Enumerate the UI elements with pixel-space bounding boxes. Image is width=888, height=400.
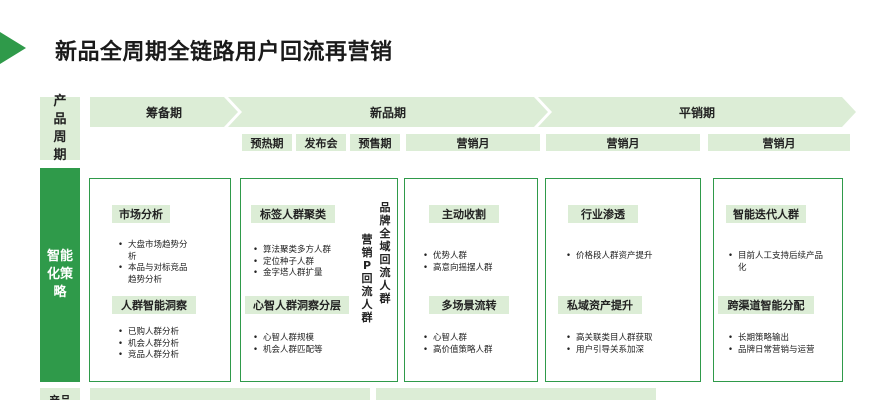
c2-list-1: 算法聚类多方人群 定位种子人群 金字塔人群扩量 bbox=[253, 245, 363, 280]
bottom-bar-1 bbox=[90, 388, 370, 400]
c5-list-1: 目前人工支持后续产品化 bbox=[728, 251, 828, 274]
c2-vertical-text-marketing-return: 营销P回流人群 bbox=[358, 233, 376, 324]
c5-tag-cross-channel: 跨渠道智能分配 bbox=[718, 296, 814, 314]
phase-prep: 筹备期 bbox=[90, 97, 238, 127]
list-item: 机会人群匹配等 bbox=[253, 345, 353, 357]
subphase-presale-label: 预售期 bbox=[358, 136, 392, 150]
subphase-release-label: 发布会 bbox=[304, 136, 338, 150]
phase-steady-label: 平销期 bbox=[678, 105, 715, 120]
c3-list-1: 优势人群 高意向摇摆人群 bbox=[423, 251, 523, 274]
strategy-column-1: 市场分析 大盘市场趋势分析 本品与对标竞品趋势分析 人群智能洞察 已购人群分析 … bbox=[89, 178, 231, 382]
c2-vertical-text-brand-return: 品牌全域回流人群 bbox=[376, 201, 394, 305]
list-item: 机会人群分析 bbox=[118, 339, 218, 351]
row-label-bottom: 产品 bbox=[40, 388, 80, 400]
c5-tag-smart-iteration: 智能迭代人群 bbox=[726, 205, 806, 223]
subphase-marketing-1: 营销月 bbox=[406, 134, 540, 151]
list-item: 目前人工支持后续产品化 bbox=[728, 251, 828, 274]
c1-tag1-label: 市场分析 bbox=[119, 208, 163, 221]
row-label-product-cycle: 产品周期 bbox=[40, 94, 80, 163]
list-item: 高意向摇摆人群 bbox=[423, 263, 523, 275]
subphase-marketing-2-label: 营销月 bbox=[606, 136, 640, 150]
c3-tag-multi-scene: 多场景流转 bbox=[429, 296, 509, 314]
c2-tag-mind-insight: 心智人群洞察分层 bbox=[245, 296, 349, 314]
list-item: 用户引导关系加深 bbox=[566, 345, 686, 357]
list-item: 长期策略输出 bbox=[728, 333, 838, 345]
c4-tag1-label: 行业渗透 bbox=[581, 208, 625, 221]
c1-tag-market-analysis: 市场分析 bbox=[112, 205, 170, 223]
list-item: 心智人群 bbox=[423, 333, 523, 345]
list-item: 高关联类目人群获取 bbox=[566, 333, 686, 345]
c5-tag1-label: 智能迭代人群 bbox=[733, 208, 799, 221]
subphase-marketing-1-label: 营销月 bbox=[456, 136, 490, 150]
c2-tag1-label: 标签人群聚类 bbox=[260, 208, 326, 221]
phase-launch: 新品期 bbox=[228, 97, 548, 127]
subphase-marketing-2: 营销月 bbox=[546, 134, 700, 151]
c2-tag-label-clustering: 标签人群聚类 bbox=[251, 205, 335, 223]
c1-list-2: 已购人群分析 机会人群分析 竞品人群分析 bbox=[118, 327, 218, 362]
subphase-marketing-3-label: 营销月 bbox=[762, 136, 796, 150]
title-accent-triangle bbox=[0, 32, 26, 64]
c3-list-2: 心智人群 高价值策略人群 bbox=[423, 333, 523, 356]
c1-tag2-label: 人群智能洞察 bbox=[121, 299, 187, 312]
list-item: 高价值策略人群 bbox=[423, 345, 523, 357]
list-item: 心智人群规模 bbox=[253, 333, 353, 345]
c2-tag2-label: 心智人群洞察分层 bbox=[253, 299, 341, 312]
strategy-column-4: 行业渗透 价格段人群资产提升 私域资产提升 高关联类目人群获取 用户引导关系加深 bbox=[545, 178, 701, 382]
subphase-marketing-3: 营销月 bbox=[708, 134, 850, 151]
strategy-column-5: 智能迭代人群 目前人工支持后续产品化 跨渠道智能分配 长期策略输出 品牌日常营销… bbox=[713, 178, 843, 382]
subphase-presale: 预售期 bbox=[350, 134, 400, 151]
c3-tag2-label: 多场景流转 bbox=[441, 299, 497, 312]
c3-tag-active-harvest: 主动收割 bbox=[429, 205, 499, 223]
c4-list-1: 价格段人群资产提升 bbox=[566, 251, 686, 263]
list-item: 大盘市场趋势分析 bbox=[118, 240, 190, 263]
subphase-preheat: 预热期 bbox=[242, 134, 292, 151]
strategy-column-2: 标签人群聚类 算法聚类多方人群 定位种子人群 金字塔人群扩量 心智人群洞察分层 … bbox=[240, 178, 398, 382]
list-item: 本品与对标竞品趋势分析 bbox=[118, 263, 190, 286]
c1-list-1: 大盘市场趋势分析 本品与对标竞品趋势分析 bbox=[118, 240, 190, 286]
c5-tag2-label: 跨渠道智能分配 bbox=[727, 299, 805, 312]
c5-list-2: 长期策略输出 品牌日常营销与运营 bbox=[728, 333, 838, 356]
row-label-bottom-text: 产品 bbox=[49, 394, 71, 400]
list-item: 算法聚类多方人群 bbox=[253, 245, 363, 257]
subphase-preheat-label: 预热期 bbox=[250, 136, 284, 150]
subphase-release: 发布会 bbox=[296, 134, 346, 151]
list-item: 金字塔人群扩量 bbox=[253, 268, 363, 280]
phase-launch-label: 新品期 bbox=[369, 105, 406, 120]
c4-tag2-label: 私域资产提升 bbox=[567, 299, 633, 312]
row-label-smart-strategy: 智能化策略 bbox=[40, 168, 80, 382]
list-item: 优势人群 bbox=[423, 251, 523, 263]
list-item: 竞品人群分析 bbox=[118, 350, 218, 362]
list-item: 已购人群分析 bbox=[118, 327, 218, 339]
row-label-smart-strategy-text: 智能化策略 bbox=[47, 249, 74, 300]
phase-steady: 平销期 bbox=[538, 97, 856, 127]
c4-tag-private-asset: 私域资产提升 bbox=[558, 296, 642, 314]
phase-prep-label: 筹备期 bbox=[145, 105, 182, 120]
list-item: 定位种子人群 bbox=[253, 257, 363, 269]
list-item: 价格段人群资产提升 bbox=[566, 251, 686, 263]
c4-tag-industry-penetration: 行业渗透 bbox=[568, 205, 638, 223]
bottom-bar-2 bbox=[376, 388, 656, 400]
c1-tag-crowd-insight: 人群智能洞察 bbox=[112, 296, 196, 314]
strategy-column-3: 主动收割 优势人群 高意向摇摆人群 多场景流转 心智人群 高价值策略人群 bbox=[404, 178, 538, 382]
c2-list-2: 心智人群规模 机会人群匹配等 bbox=[253, 333, 353, 356]
c3-tag1-label: 主动收割 bbox=[442, 208, 486, 221]
c4-list-2: 高关联类目人群获取 用户引导关系加深 bbox=[566, 333, 686, 356]
row-label-product-cycle-text: 产品周期 bbox=[53, 93, 67, 163]
list-item: 品牌日常营销与运营 bbox=[728, 345, 838, 357]
page-title: 新品全周期全链路用户回流再营销 bbox=[55, 40, 393, 65]
